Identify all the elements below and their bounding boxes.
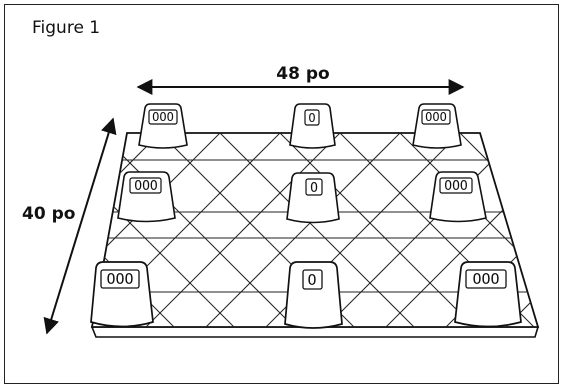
- foot-middle-left: [117, 171, 176, 223]
- depth-arrow: [43, 117, 117, 335]
- foot-mark-middle-left: OOO: [134, 179, 158, 194]
- foot-back-right: [412, 103, 462, 149]
- foot-mark-back-middle: O: [308, 111, 315, 125]
- figure-caption: Figure 1: [32, 18, 101, 38]
- foot-middle-center: [286, 172, 340, 224]
- foot-mark-back-left: OOO: [152, 110, 174, 124]
- foot-front-left: [90, 261, 154, 328]
- foot-mark-middle-center: O: [310, 181, 318, 196]
- foot-mark-back-right: OOO: [425, 110, 447, 124]
- foot-back-middle: [289, 103, 336, 149]
- foot-mark-middle-right: OOO: [444, 179, 468, 194]
- foot-back-left: [138, 103, 188, 149]
- foot-front-middle: [284, 261, 343, 329]
- foot-mark-front-middle: O: [307, 271, 316, 289]
- foot-mark-front-right: OOO: [472, 270, 499, 288]
- foot-middle-right: [429, 171, 487, 223]
- foot-mark-front-left: OOO: [106, 270, 133, 288]
- foot-front-right: [454, 261, 522, 328]
